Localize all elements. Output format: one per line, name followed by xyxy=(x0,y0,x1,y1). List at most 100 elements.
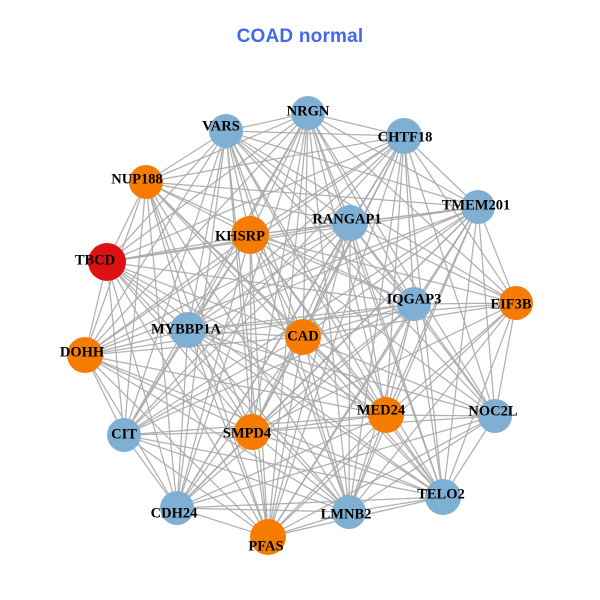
edge-CHTF18-SMPD4 xyxy=(251,135,405,433)
node-circle-CIT[interactable] xyxy=(107,418,141,452)
edge-CHTF18-LMNB2 xyxy=(348,135,405,513)
node-circle-PFAS[interactable] xyxy=(250,519,286,555)
edge-TBCD-CAD xyxy=(106,261,304,338)
edge-CHTF18-KHSRP xyxy=(249,135,405,236)
node-PFAS[interactable]: PFAS xyxy=(248,519,286,555)
node-CDH24[interactable]: CDH24 xyxy=(151,491,198,525)
edge-VARS-DOHH xyxy=(84,130,227,356)
edge-CIT-PFAS xyxy=(123,434,269,538)
edge-DOHH-SMPD4 xyxy=(84,354,253,433)
node-RANGAP1[interactable]: RANGAP1 xyxy=(312,205,382,241)
node-MED24[interactable]: MED24 xyxy=(357,397,405,433)
edge-CHTF18-CIT xyxy=(123,135,405,436)
node-label-TELO2: TELO2 xyxy=(417,486,465,502)
edge-DOHH-LMNB2 xyxy=(84,354,350,513)
edge-TMEM201-MYBBP1A xyxy=(187,206,479,331)
node-circle-DOHH[interactable] xyxy=(67,337,103,373)
edge-CHTF18-EIF3B xyxy=(403,135,517,304)
edge-VARS-MED24 xyxy=(225,130,387,416)
node-circle-TBCD[interactable] xyxy=(88,243,126,281)
node-NRGN[interactable]: NRGN xyxy=(287,96,330,130)
node-VARS[interactable]: VARS xyxy=(202,114,243,148)
node-NUP188[interactable]: NUP188 xyxy=(111,165,163,199)
edge-TMEM201-NOC2L xyxy=(477,206,496,417)
node-CIT[interactable]: CIT xyxy=(107,418,141,452)
edge-TMEM201-CAD xyxy=(302,206,479,338)
node-circle-CAD[interactable] xyxy=(285,319,321,355)
node-circle-EIF3B[interactable] xyxy=(499,286,533,320)
edge-IQGAP3-CIT xyxy=(123,303,415,436)
node-circle-VARS[interactable] xyxy=(209,114,243,148)
node-label-IQGAP3: IQGAP3 xyxy=(387,291,442,307)
edge-MYBBP1A-TELO2 xyxy=(187,329,444,498)
edge-NRGN-CDH24 xyxy=(176,112,309,509)
edge-DOHH-MED24 xyxy=(84,354,387,416)
edge-SMPD4-LMNB2 xyxy=(251,431,350,513)
node-circle-CDH24[interactable] xyxy=(160,491,194,525)
edge-RANGAP1-PFAS xyxy=(267,222,351,538)
edge-RANGAP1-CIT xyxy=(123,222,351,436)
edge-EIF3B-SMPD4 xyxy=(251,302,517,433)
node-IQGAP3[interactable]: IQGAP3 xyxy=(387,287,442,321)
node-circle-CHTF18[interactable] xyxy=(386,118,422,154)
edge-NRGN-TMEM201 xyxy=(307,112,479,208)
node-label-NRGN: NRGN xyxy=(287,103,330,119)
edge-VARS-TBCD xyxy=(106,130,227,263)
node-circle-KHSRP[interactable] xyxy=(231,216,269,254)
node-label-CHTF18: CHTF18 xyxy=(378,129,433,145)
edge-RANGAP1-CDH24 xyxy=(176,222,351,509)
node-circle-RANGAP1[interactable] xyxy=(332,205,368,241)
edge-TMEM201-DOHH xyxy=(84,206,479,356)
edge-KHSRP-PFAS xyxy=(249,234,269,538)
node-DOHH[interactable]: DOHH xyxy=(60,337,105,373)
edge-TBCD-IQGAP3 xyxy=(106,261,415,305)
node-TMEM201[interactable]: TMEM201 xyxy=(442,190,510,224)
edge-EIF3B-LMNB2 xyxy=(348,302,517,513)
node-circle-TMEM201[interactable] xyxy=(461,190,495,224)
edge-CHTF18-MED24 xyxy=(385,135,405,416)
node-KHSRP[interactable]: KHSRP xyxy=(215,216,269,254)
edge-NUP188-MED24 xyxy=(145,181,387,416)
node-CHTF18[interactable]: CHTF18 xyxy=(378,118,433,154)
edge-CHTF18-NOC2L xyxy=(403,135,496,417)
node-EIF3B[interactable]: EIF3B xyxy=(490,286,533,320)
edge-NRGN-TELO2 xyxy=(307,112,444,498)
edge-IQGAP3-DOHH xyxy=(84,303,415,356)
edge-TMEM201-EIF3B xyxy=(477,206,517,304)
node-TELO2[interactable]: TELO2 xyxy=(417,479,465,515)
node-circle-TELO2[interactable] xyxy=(425,479,461,515)
node-label-MYBBP1A: MYBBP1A xyxy=(151,321,222,337)
node-TBCD[interactable]: TBCD xyxy=(75,243,126,281)
edge-MYBBP1A-CAD xyxy=(187,329,304,338)
node-MYBBP1A[interactable]: MYBBP1A xyxy=(151,312,222,348)
edge-VARS-CHTF18 xyxy=(225,130,405,137)
edge-RANGAP1-MYBBP1A xyxy=(187,222,351,331)
node-LMNB2[interactable]: LMNB2 xyxy=(321,495,372,529)
node-circle-MED24[interactable] xyxy=(368,397,404,433)
node-circle-LMNB2[interactable] xyxy=(332,495,366,529)
node-circle-NRGN[interactable] xyxy=(291,96,325,130)
edge-CHTF18-TBCD xyxy=(106,135,405,263)
node-circle-MYBBP1A[interactable] xyxy=(170,312,206,348)
edge-MYBBP1A-SMPD4 xyxy=(187,329,253,433)
edge-VARS-NOC2L xyxy=(225,130,496,417)
edge-CHTF18-MYBBP1A xyxy=(187,135,405,331)
node-circle-SMPD4[interactable] xyxy=(234,414,270,450)
node-NOC2L[interactable]: NOC2L xyxy=(468,399,518,433)
edge-MED24-PFAS xyxy=(267,414,387,538)
node-circle-NUP188[interactable] xyxy=(129,165,163,199)
node-circle-NOC2L[interactable] xyxy=(478,399,512,433)
node-label-TMEM201: TMEM201 xyxy=(442,197,510,213)
edge-TMEM201-TELO2 xyxy=(442,206,479,498)
node-circle-IQGAP3[interactable] xyxy=(397,287,431,321)
node-SMPD4[interactable]: SMPD4 xyxy=(223,414,271,450)
node-label-VARS: VARS xyxy=(202,118,240,134)
edge-RANGAP1-TBCD xyxy=(106,222,351,263)
node-label-EIF3B: EIF3B xyxy=(490,296,531,312)
node-CAD[interactable]: CAD xyxy=(285,319,321,355)
edge-NUP188-CDH24 xyxy=(145,181,178,509)
edge-EIF3B-MED24 xyxy=(385,302,517,416)
